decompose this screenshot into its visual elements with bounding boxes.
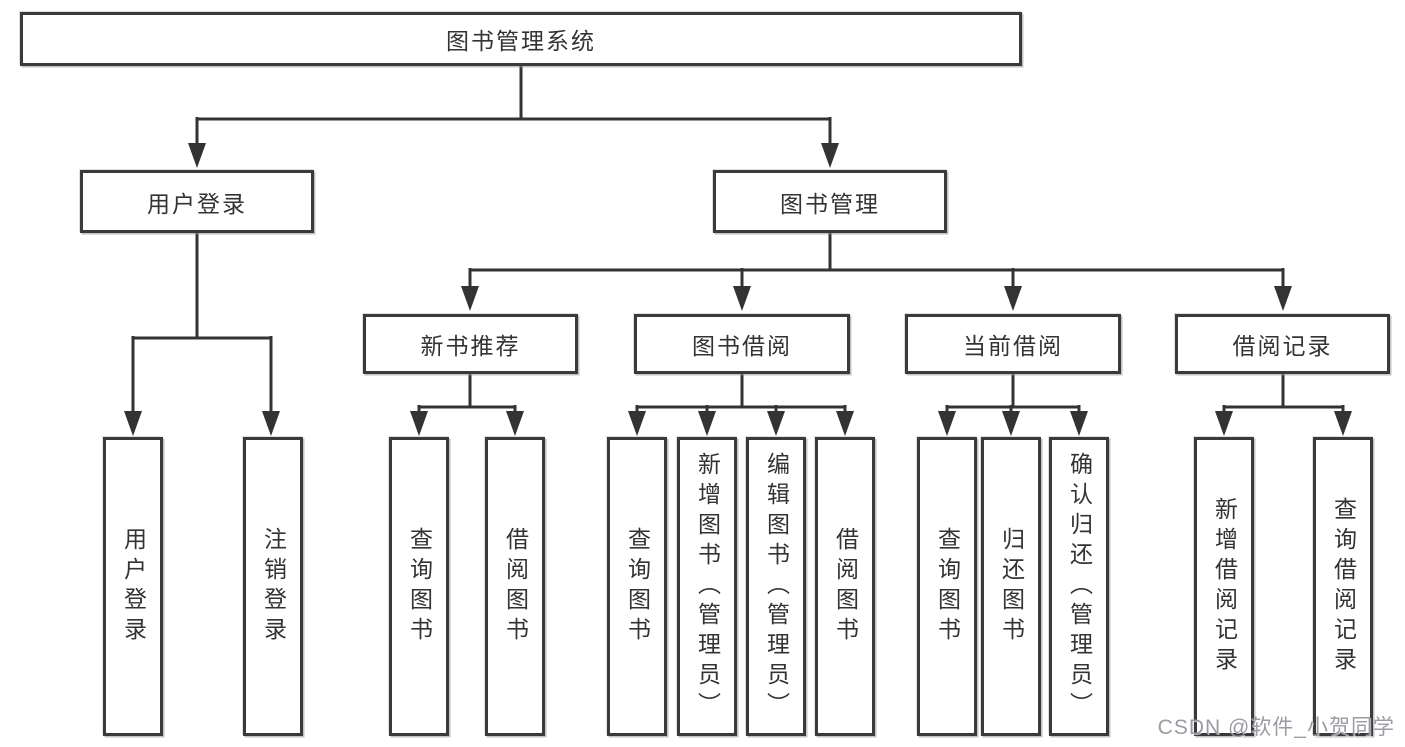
leaf-label: 归还图书: [998, 526, 1025, 647]
leaf-label: 新增图书（管理员）: [694, 451, 721, 722]
node-book-borrowing: 图书借阅: [634, 314, 850, 374]
leaf-user-login: 用户登录: [103, 437, 163, 736]
leaf-query-books-borrowing: 查询图书: [607, 437, 667, 736]
leaf-logout: 注销登录: [243, 437, 303, 736]
leaf-label: 查询图书: [406, 526, 433, 647]
node-borrowing-records: 借阅记录: [1175, 314, 1390, 374]
node-label: 当前借阅: [963, 333, 1063, 359]
leaf-label: 用户登录: [120, 526, 147, 647]
leaf-label: 借阅图书: [832, 526, 859, 647]
csdn-watermark: CSDN @软件_小贺同学: [1157, 716, 1395, 739]
node-current-borrowing: 当前借阅: [905, 314, 1121, 374]
leaf-label: 确认归还（管理员）: [1066, 451, 1093, 722]
leaf-query-books-current: 查询图书: [917, 437, 977, 736]
node-label: 图书管理: [780, 190, 880, 217]
node-label: 新书推荐: [420, 333, 521, 359]
leaf-query-books-recommend: 查询图书: [389, 437, 449, 736]
leaf-label: 查询图书: [934, 526, 961, 647]
leaf-label: 查询图书: [624, 526, 651, 647]
leaf-label: 编辑图书（管理员）: [763, 451, 790, 722]
leaf-add-borrowing-record: 新增借阅记录: [1194, 437, 1254, 736]
node-label: 图书管理系统: [446, 28, 596, 54]
node-book-management: 图书管理: [713, 170, 947, 233]
node-label: 借阅记录: [1232, 333, 1333, 359]
node-user-login: 用户登录: [80, 170, 314, 233]
leaf-label: 新增借阅记录: [1211, 496, 1238, 677]
node-label: 用户登录: [147, 190, 247, 217]
leaf-borrow-books-borrowing: 借阅图书: [815, 437, 875, 736]
leaf-label: 注销登录: [260, 526, 287, 647]
node-library-management-system: 图书管理系统: [20, 12, 1022, 66]
leaf-add-book-admin: 新增图书（管理员）: [677, 437, 737, 736]
leaf-return-books: 归还图书: [981, 437, 1041, 736]
arrowhead-icons: [124, 143, 1352, 436]
leaf-label: 查询借阅记录: [1330, 496, 1357, 677]
leaf-edit-book-admin: 编辑图书（管理员）: [746, 437, 806, 736]
node-label: 图书借阅: [692, 333, 792, 359]
leaf-confirm-return-admin: 确认归还（管理员）: [1049, 437, 1109, 736]
leaf-label: 借阅图书: [502, 526, 529, 647]
leaf-borrow-books-recommend: 借阅图书: [485, 437, 545, 736]
leaf-query-borrowing-record: 查询借阅记录: [1313, 437, 1373, 736]
node-new-book-recommendation: 新书推荐: [363, 314, 578, 374]
